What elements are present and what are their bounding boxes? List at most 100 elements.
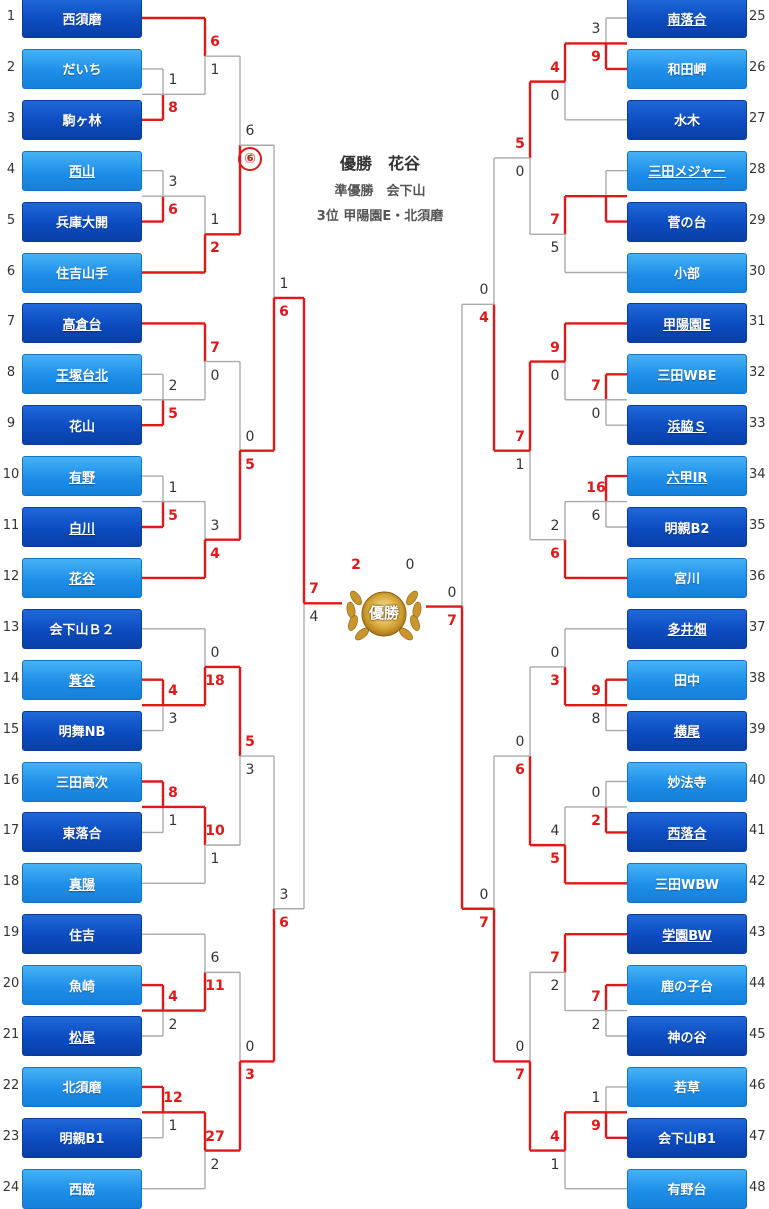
- team-43[interactable]: 学園BW: [627, 914, 747, 955]
- match-score-top: 0: [515, 1039, 525, 1056]
- team-name: 宮川: [673, 572, 700, 588]
- team-4[interactable]: 西山: [22, 150, 142, 191]
- match-score-bottom: 5: [550, 240, 560, 257]
- seed-number: 19: [2, 925, 20, 941]
- team-name[interactable]: 白川: [68, 521, 95, 537]
- match-score-bottom: 2: [168, 1016, 178, 1033]
- team-name[interactable]: 花谷: [68, 572, 95, 588]
- match-score-top: 0: [210, 644, 220, 661]
- team-39[interactable]: 横尾: [627, 710, 747, 751]
- team-name: だいち: [62, 63, 102, 79]
- team-name[interactable]: 王塚台北: [55, 368, 108, 384]
- team-34[interactable]: 六甲IR: [627, 456, 747, 497]
- match-score-bottom: 6: [279, 914, 289, 931]
- team-name: 三田WBE: [657, 368, 717, 384]
- match-score-bottom: 0: [515, 163, 525, 180]
- team-3: 駒ヶ林: [22, 99, 142, 140]
- team-8[interactable]: 王塚台北: [22, 354, 142, 395]
- match-score-top: 0: [479, 282, 489, 299]
- team-name[interactable]: 学園BW: [662, 928, 712, 944]
- team-name: 明親B2: [664, 521, 710, 537]
- seed-number: 41: [749, 823, 766, 839]
- team-10[interactable]: 有野: [22, 456, 142, 497]
- team-name: 田中: [673, 674, 700, 690]
- team-name: 妙法寺: [667, 776, 707, 791]
- team-11[interactable]: 白川: [22, 507, 142, 547]
- match-score-bottom: 7: [515, 1067, 525, 1084]
- seed-number: 34: [749, 467, 766, 483]
- team-name[interactable]: 六甲IR: [666, 470, 708, 486]
- team-37[interactable]: 多井畑: [627, 608, 747, 649]
- match-score-top: 0: [245, 1039, 255, 1056]
- seed-number: 43: [749, 925, 766, 941]
- team-name[interactable]: 箕谷: [68, 674, 95, 690]
- team-15: 明舞NB: [22, 710, 142, 751]
- seed-number: 14: [2, 670, 20, 686]
- match-score-top: 1: [168, 479, 178, 496]
- seed-number: 16: [2, 772, 20, 788]
- team-name: 会下山B1: [658, 1132, 716, 1148]
- match-score-bottom: 11: [205, 978, 225, 995]
- team-31[interactable]: 甲陽園E: [627, 303, 747, 344]
- team-12[interactable]: 花谷: [22, 557, 142, 598]
- match-score-top: 7: [515, 428, 525, 445]
- team-name[interactable]: 高倉台: [62, 317, 102, 333]
- team-name[interactable]: 真陽: [68, 877, 95, 893]
- team-name[interactable]: 有野: [68, 470, 95, 486]
- team-14[interactable]: 箕谷: [22, 659, 142, 700]
- team-name[interactable]: 西山: [68, 165, 95, 181]
- seed-number: 21: [2, 1027, 20, 1042]
- team-17: 東落合: [22, 812, 142, 853]
- match-score-top: 7: [550, 950, 560, 967]
- match-score-bottom: 0: [550, 87, 560, 104]
- seed-number: 15: [2, 721, 20, 737]
- match-score-top: 0: [515, 734, 525, 751]
- match-score-bottom: 6: [515, 762, 525, 779]
- match-score-bottom: 9: [591, 1118, 601, 1135]
- team-name[interactable]: 三田メジャー: [648, 165, 726, 181]
- match-score-top: 6: [210, 34, 220, 51]
- team-25[interactable]: 南落合: [627, 0, 747, 38]
- team-name[interactable]: 横尾: [673, 725, 700, 741]
- match-score-bottom: 5: [550, 851, 560, 868]
- seed-number: 48: [749, 1179, 766, 1195]
- seed-number: 4: [6, 161, 16, 177]
- team-name[interactable]: 南落合: [667, 12, 707, 28]
- team-6: 住吉山手: [22, 252, 142, 293]
- match-score-top: 0: [591, 784, 601, 801]
- team-41[interactable]: 西落合: [627, 812, 747, 853]
- team-name: 明親B1: [59, 1132, 105, 1148]
- team-name: 三田高次: [55, 776, 108, 791]
- team-7[interactable]: 高倉台: [22, 303, 142, 344]
- match-score-bottom: 7: [479, 914, 489, 931]
- team-18[interactable]: 真陽: [22, 863, 142, 904]
- team-27: 水木: [627, 99, 747, 140]
- team-28[interactable]: 三田メジャー: [627, 150, 747, 191]
- final-right-score: 0: [405, 557, 415, 573]
- team-name[interactable]: 西落合: [667, 826, 707, 842]
- emblem-label: 優勝: [368, 604, 399, 622]
- team-name[interactable]: 甲陽園E: [663, 317, 711, 333]
- match-score-bottom: 8: [168, 100, 178, 117]
- match-score-bottom: 5: [168, 507, 178, 524]
- seed-number: 47: [749, 1128, 766, 1144]
- team-name[interactable]: 浜脇Ｓ: [667, 419, 707, 435]
- match-score-top: 2: [168, 377, 178, 394]
- match-score-top: 8: [168, 784, 178, 801]
- final-left-score: 2: [351, 557, 361, 573]
- match-score-bottom: 2: [210, 240, 220, 257]
- seed-number: 13: [2, 619, 20, 635]
- team-name: 有野台: [667, 1183, 707, 1199]
- seed-number: 25: [749, 9, 766, 24]
- match-score-top: 0: [479, 886, 489, 903]
- match-score-top: 1: [279, 275, 289, 292]
- seed-number: 32: [749, 365, 766, 381]
- team-name[interactable]: 松尾: [68, 1030, 95, 1046]
- team-name[interactable]: 多井畑: [667, 623, 707, 639]
- team-35: 明親B2: [627, 507, 747, 547]
- team-21[interactable]: 松尾: [22, 1016, 142, 1056]
- team-33[interactable]: 浜脇Ｓ: [627, 405, 747, 446]
- seed-number: 46: [749, 1077, 766, 1093]
